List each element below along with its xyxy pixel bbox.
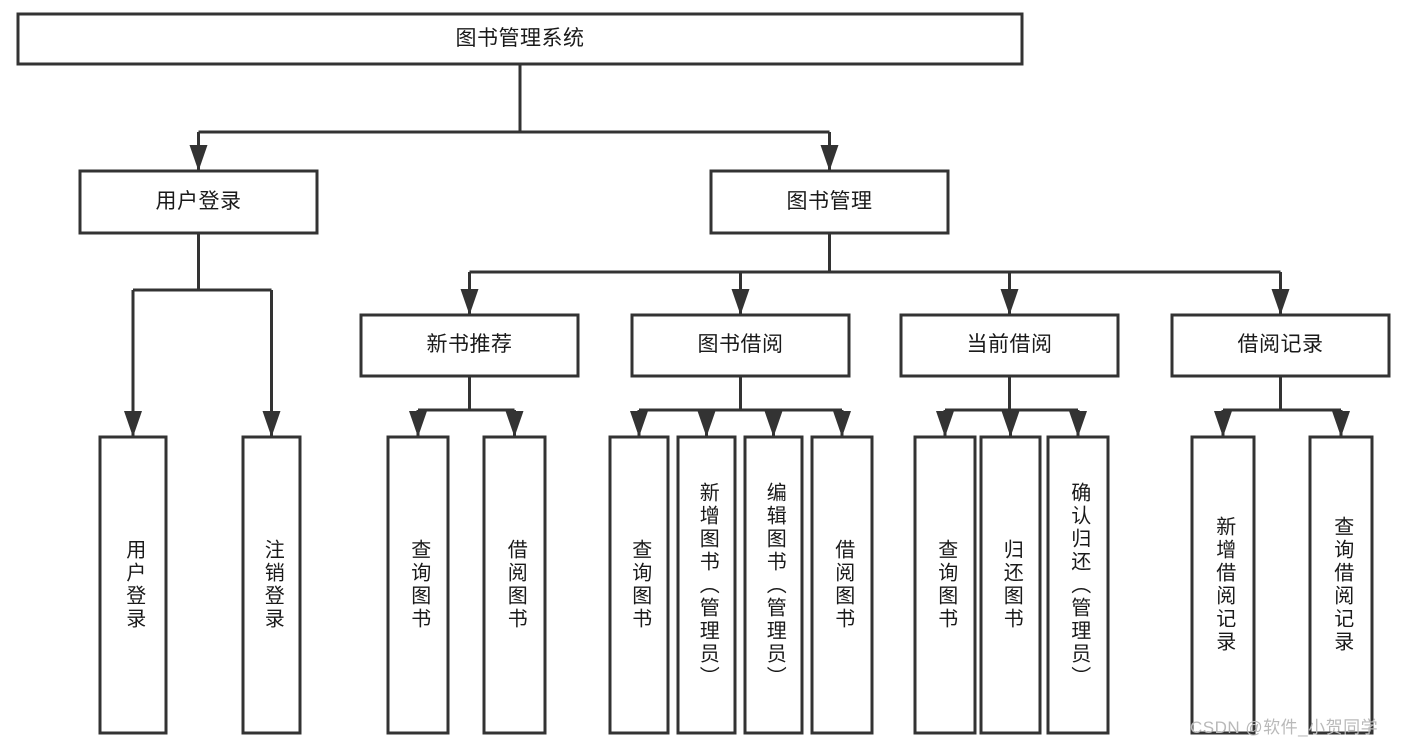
node-box-leaf_9[interactable] — [979, 435, 1042, 735]
arrow-head-icon — [764, 411, 783, 437]
node-leaf_5[interactable] — [678, 437, 735, 733]
node-box-leaf_6[interactable] — [743, 435, 804, 735]
node-l3_2[interactable] — [901, 315, 1118, 376]
arrow-head-icon — [1000, 289, 1019, 315]
arrow-head-icon — [936, 411, 954, 437]
arrow-head-icon — [1214, 411, 1232, 437]
arrow-head-icon — [460, 289, 479, 315]
arrow-head-icon — [1271, 289, 1290, 315]
node-leaf_1[interactable] — [243, 437, 300, 733]
arrow-head-icon — [189, 145, 208, 171]
node-leaf_10[interactable] — [1048, 437, 1108, 733]
arrow-head-icon — [124, 411, 142, 437]
node-box-leaf_10[interactable] — [1046, 435, 1110, 735]
node-leaf_12[interactable] — [1310, 437, 1372, 733]
node-leaf_3[interactable] — [484, 437, 545, 733]
arrow-head-icon — [820, 145, 839, 171]
node-l2_0[interactable] — [80, 171, 317, 233]
node-leaf_11[interactable] — [1192, 437, 1254, 733]
node-l3_3[interactable] — [1172, 315, 1389, 376]
node-box-l3_2[interactable] — [899, 313, 1120, 378]
node-leaf_2[interactable] — [388, 437, 448, 733]
node-l3_0[interactable] — [361, 315, 578, 376]
arrow-head-icon — [630, 411, 648, 437]
arrow-head-icon — [731, 289, 750, 315]
node-l2_1[interactable] — [711, 171, 948, 233]
arrow-head-icon — [1332, 411, 1350, 437]
arrow-head-icon — [697, 411, 716, 437]
node-box-l3_0[interactable] — [359, 313, 580, 378]
node-box-root[interactable] — [16, 12, 1024, 66]
node-box-l2_1[interactable] — [709, 169, 950, 235]
node-box-leaf_1[interactable] — [241, 435, 302, 735]
node-leaf_4[interactable] — [610, 437, 668, 733]
arrow-head-icon — [505, 411, 524, 437]
arrow-head-icon — [409, 411, 427, 437]
node-box-leaf_7[interactable] — [810, 435, 874, 735]
node-leaf_8[interactable] — [915, 437, 975, 733]
node-leaf_6[interactable] — [745, 437, 802, 733]
node-box-leaf_11[interactable] — [1190, 435, 1256, 735]
arrow-head-icon — [1001, 411, 1020, 437]
node-box-leaf_12[interactable] — [1308, 435, 1374, 735]
node-box-leaf_2[interactable] — [386, 435, 450, 735]
node-box-l3_1[interactable] — [630, 313, 851, 378]
node-box-leaf_4[interactable] — [608, 435, 670, 735]
arrow-head-icon — [833, 411, 851, 437]
connector-layer — [124, 64, 1350, 437]
node-box-leaf_0[interactable] — [98, 435, 168, 735]
node-box-l2_0[interactable] — [78, 169, 319, 235]
node-leaf_9[interactable] — [981, 437, 1040, 733]
node-box-leaf_5[interactable] — [676, 435, 737, 735]
node-leaf_7[interactable] — [812, 437, 872, 733]
node-l3_1[interactable] — [632, 315, 849, 376]
node-box-leaf_3[interactable] — [482, 435, 547, 735]
box-layer — [16, 12, 1391, 735]
node-box-leaf_8[interactable] — [913, 435, 977, 735]
node-root[interactable] — [18, 14, 1022, 64]
arrow-head-icon — [1069, 411, 1087, 437]
node-leaf_0[interactable] — [100, 437, 166, 733]
arrow-head-icon — [262, 411, 281, 437]
node-box-l3_3[interactable] — [1170, 313, 1391, 378]
